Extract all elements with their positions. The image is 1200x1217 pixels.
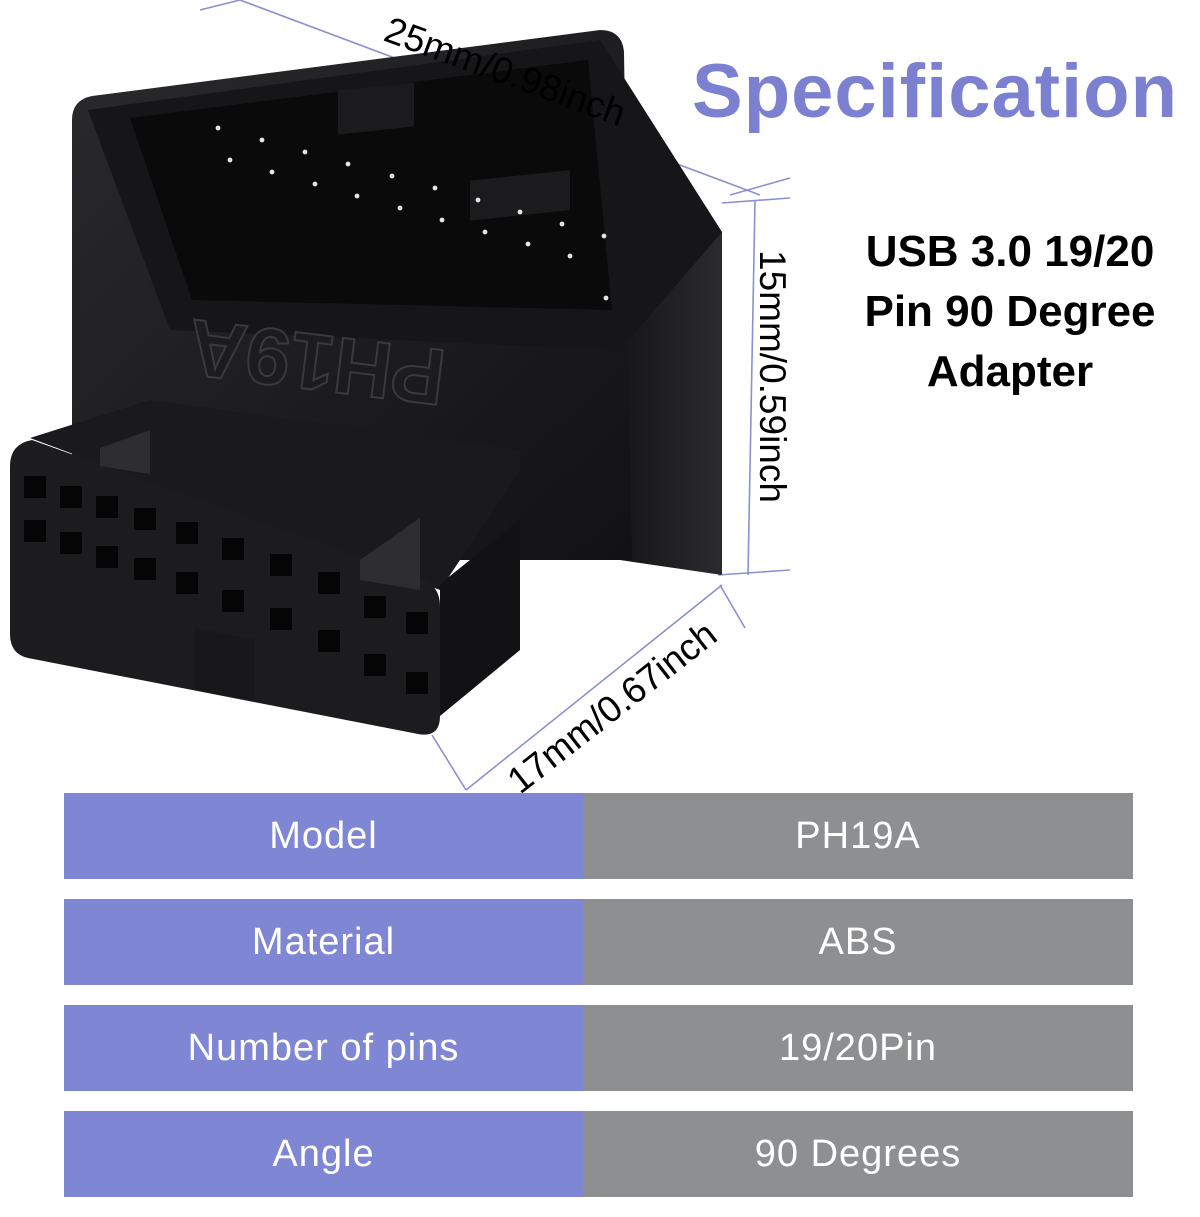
subtitle-line: Pin 90 Degree <box>864 287 1156 336</box>
socket-key <box>195 628 255 700</box>
adapter-illustration: PH19A 25mm/0.98inch 15mm/0.59inch 17mm/0… <box>10 0 793 800</box>
shroud-key-tab <box>338 82 414 135</box>
dimension-depth-label: 17mm/0.67inch <box>500 613 725 800</box>
page-title: Specification <box>692 49 1178 134</box>
spec-label: Model <box>64 793 583 879</box>
shroud-key-tab-right <box>470 170 570 221</box>
dimension-height-label: 15mm/0.59inch <box>752 250 793 503</box>
spec-label: Material <box>64 899 583 985</box>
spec-row-material: Material ABS <box>64 899 1133 985</box>
product-subtitle: USB 3.0 19/20 Pin 90 Degree Adapter <box>820 222 1200 402</box>
spec-row-angle: Angle 90 Degrees <box>64 1111 1133 1197</box>
spec-label: Angle <box>64 1111 583 1197</box>
subtitle-line: Adapter <box>926 347 1094 396</box>
spec-table: Model PH19A Material ABS Number of pins … <box>64 793 1133 1217</box>
subtitle-line: USB 3.0 19/20 <box>865 227 1155 276</box>
pin-recess <box>130 60 612 310</box>
spec-row-pins: Number of pins 19/20Pin <box>64 1005 1133 1091</box>
socket-holes <box>24 476 428 694</box>
spec-row-model: Model PH19A <box>64 793 1133 879</box>
pin-array <box>215 125 609 301</box>
spec-value: PH19A <box>583 793 1133 879</box>
spec-value: 19/20Pin <box>583 1005 1133 1091</box>
spec-value: 90 Degrees <box>583 1111 1133 1197</box>
spec-value: ABS <box>583 899 1133 985</box>
socket-side <box>440 520 520 716</box>
socket-latch-left <box>100 430 150 474</box>
socket-latch-right <box>360 518 420 590</box>
spec-label: Number of pins <box>64 1005 583 1091</box>
